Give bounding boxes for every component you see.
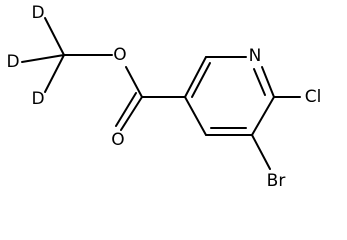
bond-ring-c3-c2 (184, 56, 207, 98)
atom-d-left: D (6, 52, 19, 72)
bond-ring-c6-c5 (251, 96, 275, 136)
structure-svg: D D D O O N Cl Br (6, 3, 322, 191)
bond-carbonyl-double-1 (120, 96, 143, 131)
atom-chlorine: Cl (305, 87, 322, 107)
bond-ring-n-c6-inner (253, 68, 266, 96)
molecule-structure: D D D O O N Cl Br (6, 3, 322, 191)
atom-ester-oxygen: O (113, 45, 126, 65)
bond-c-d-top (44, 17, 65, 56)
atom-d-bottom: D (31, 89, 44, 109)
bond-c5-br (251, 134, 271, 170)
bond-c-d-bottom (44, 54, 65, 93)
bond-c-d-left (21, 54, 65, 63)
atom-carbonyl-oxygen: O (111, 130, 124, 150)
bond-carbonyl-double-2 (115, 92, 137, 127)
bond-ring-n-c6 (261, 66, 275, 98)
atom-d-top: D (31, 3, 44, 23)
atom-bromine: Br (267, 171, 286, 191)
bond-oxygen-carbonyl (125, 66, 143, 98)
atom-ring-nitrogen: N (249, 46, 262, 66)
bond-ring-c3-c2-inner (191, 62, 211, 98)
bond-ring-c4-c3 (184, 96, 207, 136)
